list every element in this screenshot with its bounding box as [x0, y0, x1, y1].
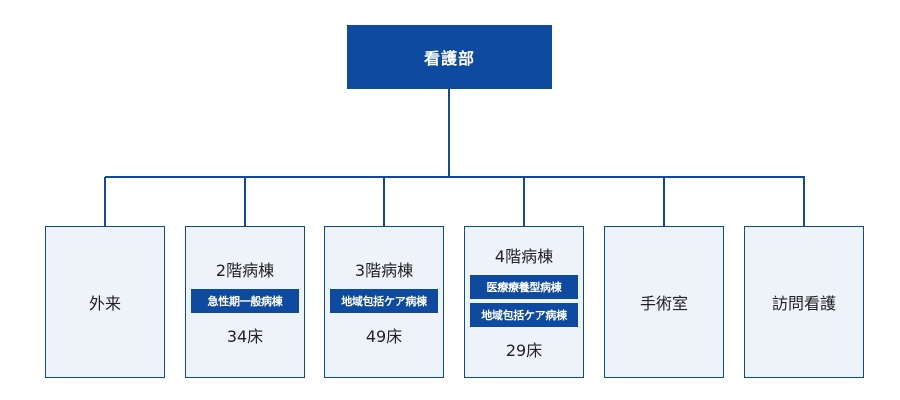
ward-beds-4f: 29床 — [505, 341, 543, 360]
dept-box-home-nursing: 訪問看護 — [744, 226, 864, 378]
dept-box-ward-4f: 4階病棟 医療療養型病棟 地域包括ケア病棟 29床 — [464, 226, 584, 378]
ward-title-2f: 2階病棟 — [215, 261, 275, 280]
ward-beds-2f: 34床 — [226, 327, 264, 346]
ward-type-badge: 急性期一般病棟 — [191, 289, 299, 313]
nursing-department-box: 看護部 — [347, 25, 552, 89]
nursing-department-label: 看護部 — [423, 49, 475, 68]
dept-name-outpatient: 外来 — [88, 294, 121, 313]
dept-box-outpatient: 外来 — [45, 226, 165, 378]
dept-box-ward-2f: 2階病棟 急性期一般病棟 34床 — [185, 226, 305, 378]
dept-box-operating-room: 手術室 — [604, 226, 724, 378]
dept-name-operating-room: 手術室 — [639, 294, 688, 313]
ward-title-3f: 3階病棟 — [354, 261, 414, 280]
ward-type-badge: 地域包括ケア病棟 — [470, 303, 578, 327]
ward-title-4f: 4階病棟 — [494, 247, 554, 266]
dept-name-home-nursing: 訪問看護 — [771, 294, 836, 313]
ward-type-badge: 地域包括ケア病棟 — [330, 289, 438, 313]
dept-box-ward-3f: 3階病棟 地域包括ケア病棟 49床 — [324, 226, 444, 378]
ward-beds-3f: 49床 — [365, 327, 403, 346]
ward-type-badge: 医療療養型病棟 — [470, 275, 578, 299]
